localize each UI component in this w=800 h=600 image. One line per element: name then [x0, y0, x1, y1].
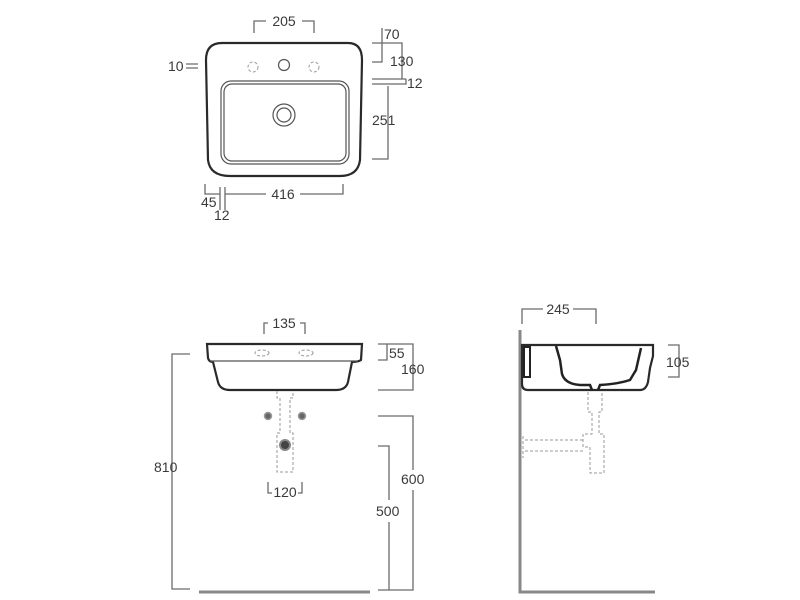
dim-10: [186, 63, 198, 69]
label-600: 600: [401, 471, 425, 487]
front-hole-right: [298, 349, 314, 357]
top-basin-outer: [220, 80, 350, 165]
dim-55: [378, 343, 388, 361]
dim-245: [521, 308, 597, 324]
label-205: 205: [272, 13, 296, 29]
label-55: 55: [389, 345, 405, 361]
dim-105: [668, 344, 680, 378]
dim-160: [378, 343, 414, 391]
side-bracket: [523, 346, 531, 378]
label-12-top: 12: [407, 75, 423, 91]
dim-135: [263, 322, 306, 334]
waste-pipe: [276, 391, 294, 473]
dim-12-top: [372, 78, 407, 85]
dim-251: [372, 86, 389, 160]
label-810: 810: [154, 459, 178, 475]
label-416: 416: [271, 186, 295, 202]
label-135: 135: [272, 315, 296, 331]
optional-hole-right: [308, 61, 320, 73]
label-10: 10: [168, 58, 184, 74]
label-160: 160: [401, 361, 425, 377]
label-105: 105: [666, 354, 690, 370]
tap-hole: [277, 58, 291, 72]
side-sink-body: [520, 343, 655, 392]
valve-left-icon: [263, 411, 273, 421]
side-bowl: [554, 345, 643, 391]
label-12-bottom: 12: [214, 207, 230, 223]
dim-120: [267, 482, 303, 494]
side-view: 245 105: [518, 301, 690, 594]
dim-70-130: [372, 28, 403, 79]
side-wall-line: [518, 330, 655, 594]
label-130: 130: [390, 53, 414, 69]
dim-416: [204, 184, 344, 210]
label-120: 120: [273, 484, 297, 500]
dim-600: [378, 415, 414, 591]
optional-hole-left: [247, 61, 259, 73]
valve-right-icon: [297, 411, 307, 421]
label-45: 45: [201, 194, 217, 210]
label-251: 251: [372, 112, 396, 128]
label-245: 245: [546, 301, 570, 317]
trap-outlet: [279, 439, 291, 451]
front-sink-outline: [205, 342, 364, 392]
drain-inner: [276, 107, 292, 123]
side-waste-pipe: [522, 392, 605, 474]
label-500: 500: [376, 503, 400, 519]
front-hole-left: [254, 349, 270, 357]
dim-810: [171, 353, 190, 590]
top-basin-inner: [223, 83, 347, 162]
dim-500: [378, 445, 390, 590]
label-70: 70: [384, 26, 400, 42]
top-view: 205 10 70 130 12 251 416 45 12: [168, 13, 423, 223]
drain-icon: [272, 103, 296, 127]
front-view: 135 120 810 55 160 600 500: [154, 315, 425, 594]
dim-205: [253, 20, 315, 33]
top-sink-outline: [204, 41, 364, 178]
